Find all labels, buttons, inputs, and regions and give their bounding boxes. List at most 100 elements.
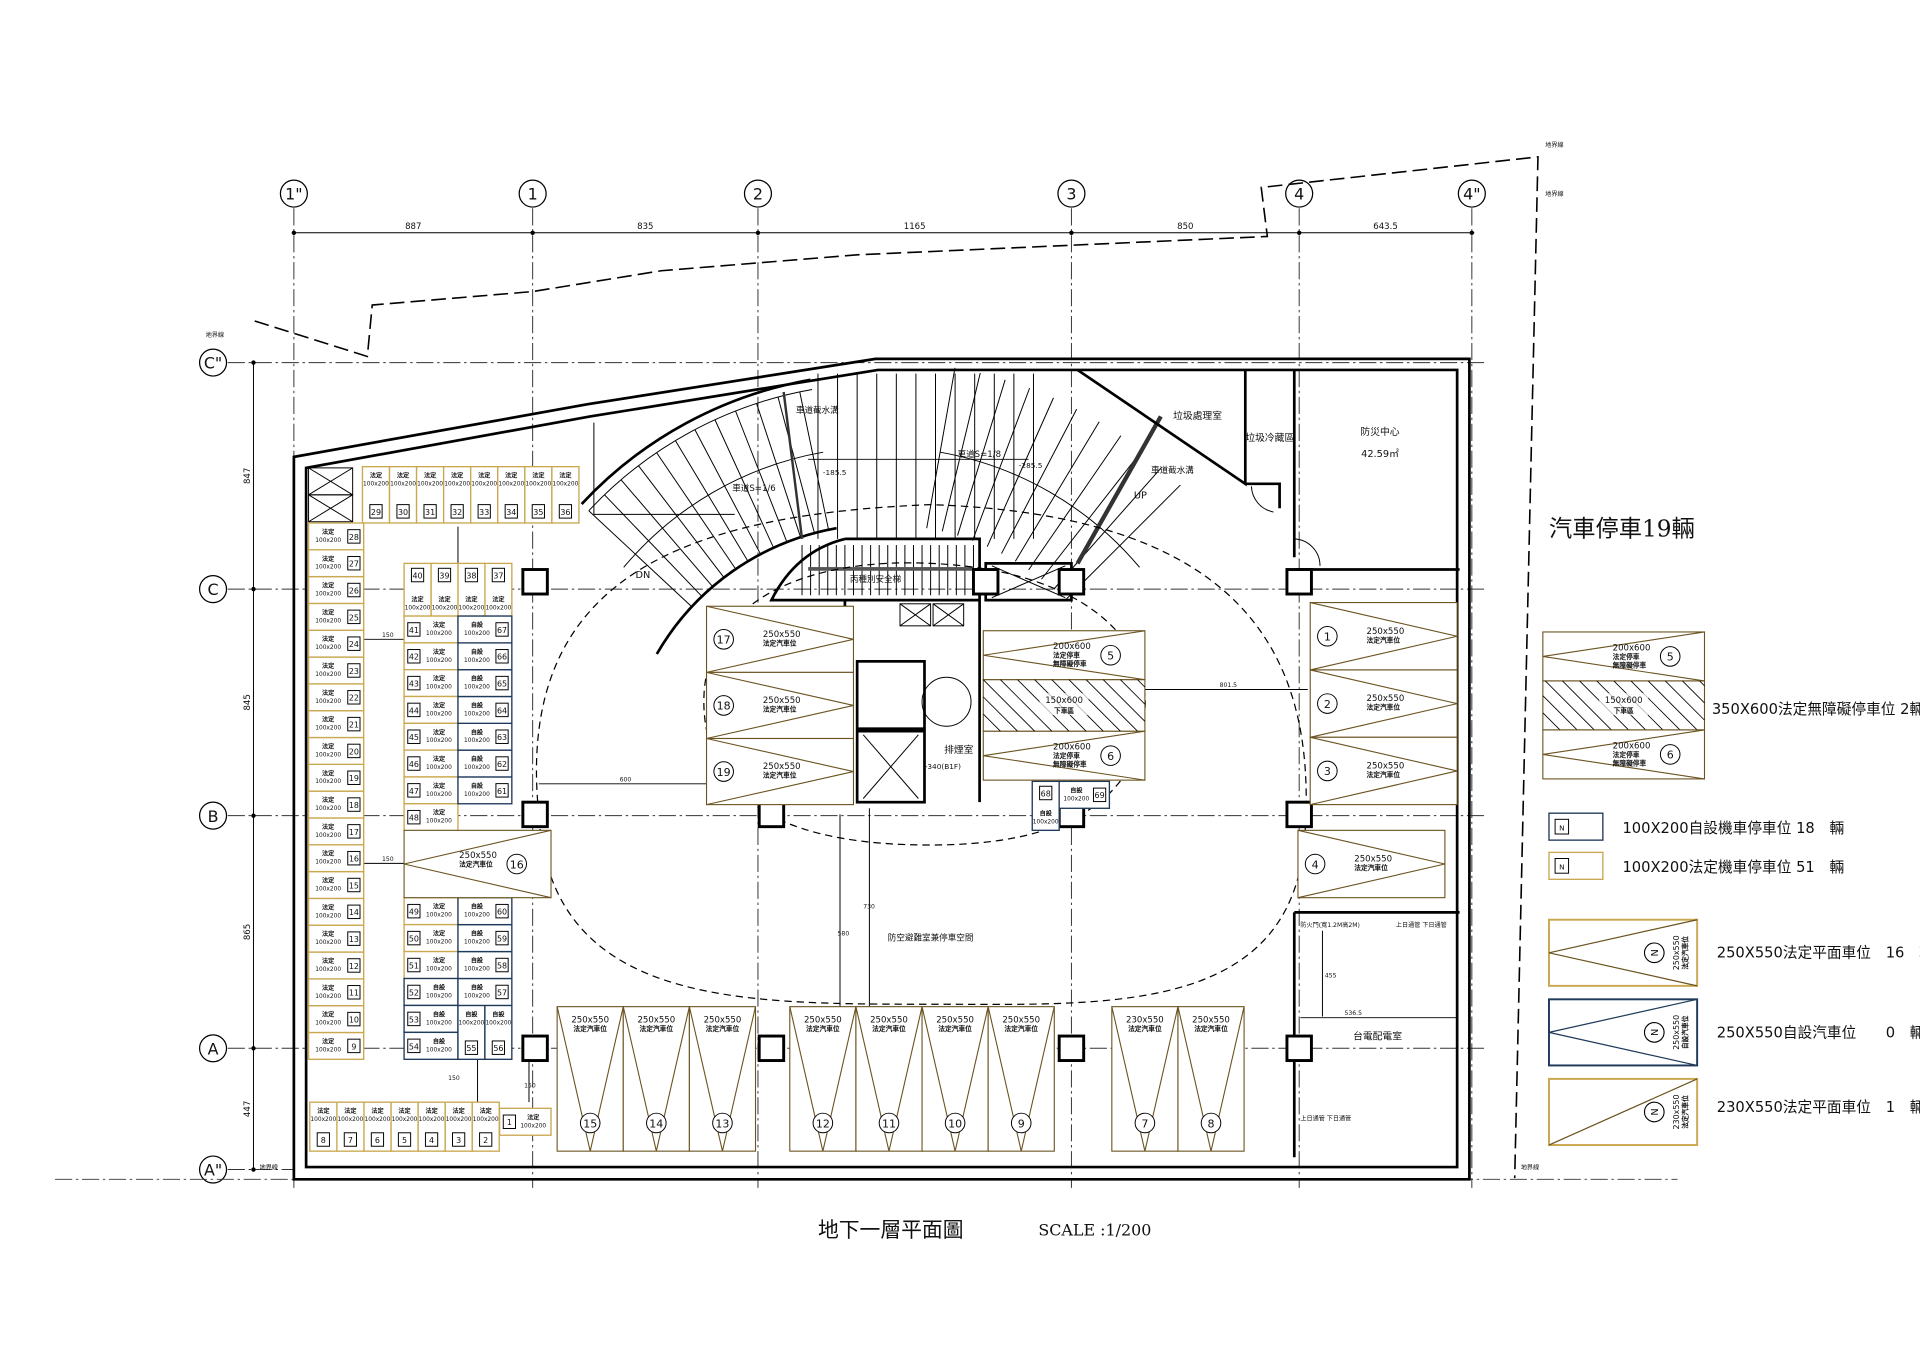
legend-sample-no: N bbox=[1650, 949, 1661, 956]
elevator-cross bbox=[862, 734, 919, 799]
dimension-label: 845 bbox=[243, 694, 253, 710]
stall-number-box bbox=[347, 663, 361, 678]
turning-path-inner bbox=[703, 562, 1146, 846]
stall-size: 150x600 bbox=[1605, 696, 1643, 706]
ramp-tread-line bbox=[957, 379, 1006, 536]
stall-number-box bbox=[347, 582, 361, 598]
stall-number: 39 bbox=[439, 571, 449, 580]
stall-number-box bbox=[407, 756, 421, 771]
stall-number-box bbox=[407, 649, 421, 664]
stall-number-circle bbox=[712, 1112, 733, 1134]
stall-type: 法定 bbox=[370, 472, 383, 480]
ramp-tread-line bbox=[694, 429, 761, 555]
stall-number: 50 bbox=[409, 935, 419, 944]
stall-number: 55 bbox=[466, 1044, 476, 1053]
hatch-line bbox=[982, 696, 1018, 732]
ramp-outer-wall bbox=[580, 378, 811, 505]
stall-type: 無障礙停車 bbox=[1053, 659, 1087, 668]
stall-type: 自設 bbox=[471, 984, 484, 992]
stall-size: 100x200 bbox=[426, 967, 452, 973]
stall-type: 法定 bbox=[322, 582, 335, 590]
stall-number-box bbox=[407, 930, 421, 946]
stall-number-box bbox=[495, 622, 509, 637]
grid-label-column: 4 bbox=[1294, 185, 1304, 204]
ramp-tread-line bbox=[756, 403, 802, 538]
stall-number-box bbox=[407, 702, 421, 718]
stall-outline bbox=[1542, 729, 1706, 780]
hatch-line bbox=[1000, 679, 1053, 732]
legend-moto-legal-box bbox=[1548, 851, 1604, 880]
hatch-line bbox=[1137, 679, 1146, 688]
stall-type: 法定 bbox=[322, 635, 335, 643]
grid-label-row: C bbox=[208, 580, 219, 599]
stall-number: 62 bbox=[497, 760, 507, 769]
stall-outline bbox=[1548, 918, 1699, 987]
stall-number-box bbox=[370, 1132, 385, 1147]
stall-size: 100x200 bbox=[390, 482, 416, 488]
stall-number: 13 bbox=[349, 935, 359, 944]
stall-number-box bbox=[347, 1038, 361, 1054]
stall-number: 57 bbox=[497, 988, 507, 997]
stall-type: 法定 bbox=[322, 877, 335, 885]
stall-type: 下車區 bbox=[1054, 706, 1074, 715]
stall-number: 37 bbox=[493, 571, 503, 580]
stall-size: 250x550 bbox=[1002, 1016, 1040, 1026]
stall-type: 法定 bbox=[532, 472, 545, 480]
stall-number-box bbox=[347, 636, 361, 651]
stall-number-box bbox=[347, 743, 361, 759]
stall-size: 250x550 bbox=[804, 1016, 842, 1026]
stall-type: 法定 bbox=[398, 1107, 411, 1115]
grid-label-column: 4" bbox=[1463, 185, 1480, 204]
stall-number: 15 bbox=[349, 881, 359, 890]
stall-size: 200x600 bbox=[1053, 642, 1091, 652]
dimension-label: 643.5 bbox=[1373, 222, 1398, 232]
hatch-line bbox=[1085, 679, 1138, 732]
stall-size: 100x200 bbox=[464, 685, 490, 691]
stall-number: 31 bbox=[425, 508, 435, 517]
hatch-line bbox=[1102, 679, 1146, 722]
stall-number: 36 bbox=[560, 508, 570, 517]
stall-number: 65 bbox=[497, 680, 507, 689]
boundary-label: 地界線 bbox=[260, 1164, 278, 1172]
structural-column bbox=[1057, 1034, 1086, 1063]
stall-number: 10 bbox=[349, 1016, 359, 1025]
stall-size: 250x550 bbox=[704, 1016, 742, 1026]
stall-number-circle bbox=[506, 853, 528, 875]
stall-number: 33 bbox=[479, 508, 489, 517]
stall-number-box bbox=[347, 931, 361, 946]
stall-diagonal bbox=[706, 605, 854, 673]
door-swing bbox=[1250, 486, 1321, 566]
stall-size: 100x200 bbox=[315, 672, 341, 678]
dimension-label: 865 bbox=[243, 924, 253, 940]
stall-type: 法定 bbox=[433, 957, 446, 965]
structural-column bbox=[1285, 800, 1313, 829]
stall-number-box bbox=[407, 675, 421, 691]
structural-column bbox=[521, 1034, 549, 1063]
stall-diagonal bbox=[1548, 1078, 1698, 1146]
shaft bbox=[932, 603, 965, 627]
legend-sample-size: 250x550 bbox=[1672, 935, 1681, 970]
legend-sample-label: 法定汽車位 bbox=[1680, 1095, 1689, 1129]
stall-type: 法定 bbox=[322, 1011, 335, 1019]
stall-number-box bbox=[477, 504, 491, 519]
legend-sample-no: N bbox=[1650, 1029, 1661, 1036]
stall-type: 自設 bbox=[471, 648, 484, 656]
stall-type: 法定 bbox=[322, 528, 335, 536]
stall-number: 1 bbox=[1324, 631, 1331, 644]
stall-outline bbox=[307, 1031, 365, 1060]
stall-number-box bbox=[495, 903, 509, 919]
